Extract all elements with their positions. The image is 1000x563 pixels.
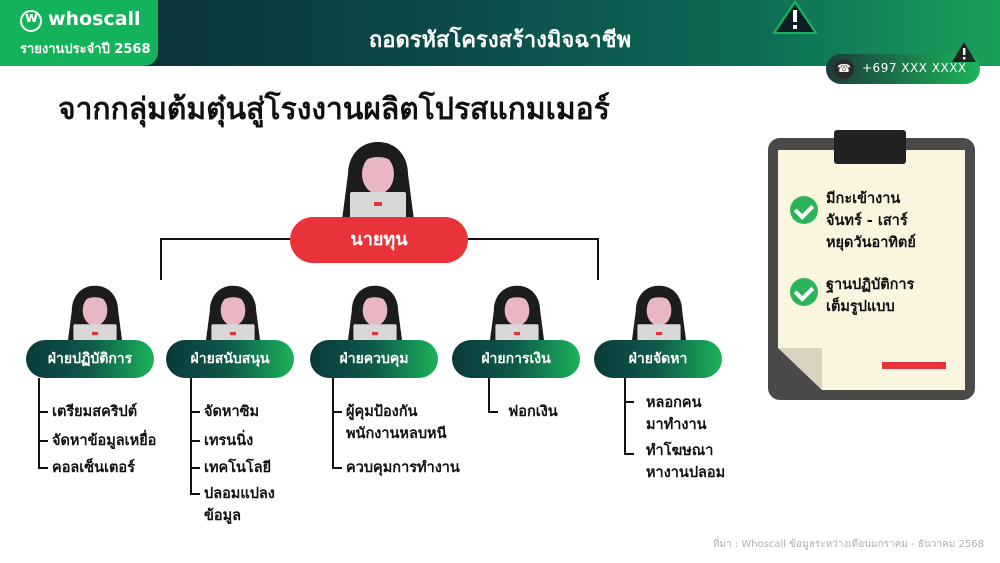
list-item: เทรนนิ่ง [204, 433, 254, 449]
list-item: เทคโนโลยี [204, 460, 272, 476]
warning-icon [772, 0, 818, 34]
boss-label: นายทุน [350, 229, 408, 250]
branch-line [190, 411, 200, 413]
connector-line [468, 238, 598, 240]
brand-box: whoscall รายงานประจำปี 2568 [0, 0, 158, 66]
hacker-avatar-icon [205, 285, 261, 346]
branch-line [190, 440, 200, 442]
hacker-avatar-icon [67, 285, 123, 346]
connector-line [160, 238, 162, 280]
check-icon [790, 196, 818, 224]
dept-operations: ฝ่ายปฏิบัติการ [26, 340, 154, 378]
hacker-avatar-icon [347, 285, 403, 346]
dept-finance: ฝ่ายการเงิน [452, 340, 580, 378]
boss-node: นายทุน [290, 217, 468, 263]
whoscall-logo-icon [20, 10, 42, 32]
clipboard-item: ฐานปฏิบัติการ เต็มรูปแบบ [826, 277, 915, 315]
source-note: ที่มา : Whoscall ข้อมูลระหว่างเดือนมกราค… [712, 539, 984, 550]
branch-line [488, 378, 490, 412]
branch-line [38, 378, 40, 468]
connector-line [597, 238, 599, 280]
red-accent-bar [882, 362, 946, 369]
list-item: คอลเซ็นเตอร์ [52, 460, 135, 476]
report-label: รายงานประจำปี 2568 [20, 42, 151, 57]
dept-support: ฝ่ายสนับสนุน [166, 340, 294, 378]
list-item: จัดหาซิม [204, 404, 260, 420]
page-subtitle: จากกลุ่มต้มตุ๋นสู่โรงงานผลิตโปรสแกมเมอร์ [58, 92, 610, 127]
list-item: ปลอมแปลง ข้อมูล [204, 486, 275, 524]
branch-line [190, 493, 200, 495]
branch-line [332, 378, 334, 468]
brand-name: whoscall [48, 8, 141, 30]
check-icon [790, 278, 818, 306]
list-item: ฟอกเงิน [508, 404, 558, 420]
branch-line [190, 378, 192, 494]
branch-line [38, 411, 48, 413]
branch-line [624, 401, 634, 403]
hacker-avatar-icon [489, 285, 545, 346]
paper-fold [778, 348, 822, 390]
list-item: เตรียมสคริปต์ [52, 404, 138, 420]
clipboard-clip [834, 130, 906, 164]
list-item: ทำโฆษณา หางานปลอม [646, 443, 726, 481]
branch-line [624, 378, 626, 454]
list-item: หลอกคน มาทำงาน [646, 395, 707, 433]
phone-number: +697 XXX XXXX [862, 61, 967, 75]
list-item: ควบคุมการทำงาน [346, 460, 460, 476]
branch-line [488, 411, 498, 413]
dept-recruitment: ฝ่ายจัดหา [594, 340, 722, 378]
branch-line [38, 440, 48, 442]
branch-line [624, 453, 634, 455]
list-item: จัดหาข้อมูลเหยื่อ [52, 433, 157, 449]
hacker-avatar-icon [631, 285, 687, 346]
dept-control: ฝ่ายควบคุม [310, 340, 438, 378]
phone-icon: ☎ [834, 59, 854, 79]
branch-line [190, 467, 200, 469]
warning-icon [952, 42, 976, 62]
branch-line [332, 467, 342, 469]
branch-line [38, 467, 48, 469]
list-item: ผู้คุมป้องกัน พนักงานหลบหนี [346, 404, 447, 442]
clipboard-item: มีกะเข้างาน จันทร์ - เสาร์ หยุดวันอาทิตย… [826, 191, 916, 251]
branch-line [332, 411, 342, 413]
boss-hacker-avatar-icon [342, 142, 414, 220]
header-title: ถอดรหัสโครงสร้างมิจฉาชีพ [368, 28, 632, 53]
connector-line [160, 238, 290, 240]
